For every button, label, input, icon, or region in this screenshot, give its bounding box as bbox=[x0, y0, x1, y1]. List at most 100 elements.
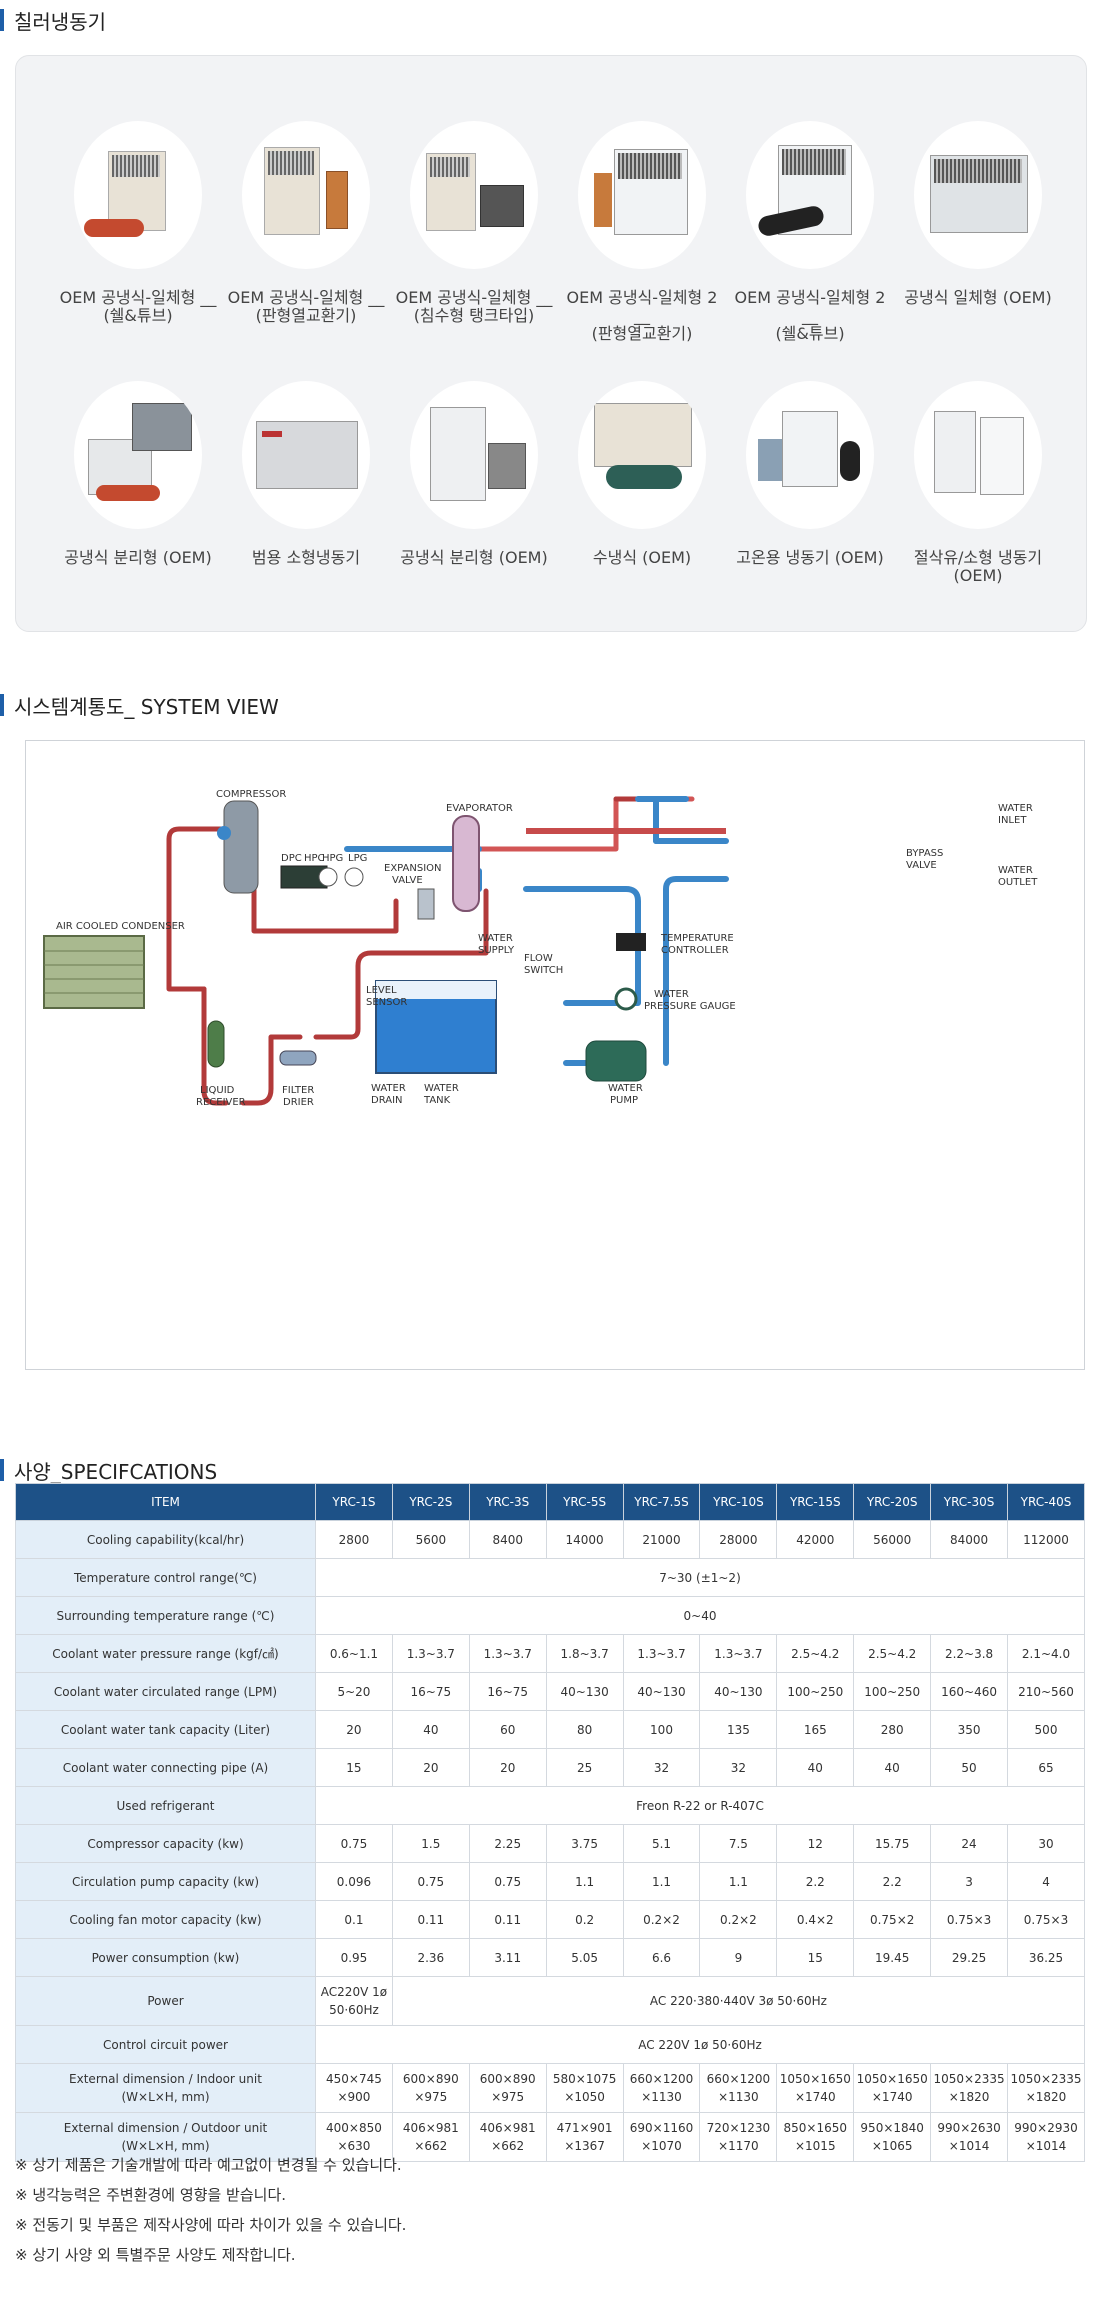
spec-cell: 1050×2335 ×1820 bbox=[1007, 2063, 1085, 2113]
spec-cell: 0~40 bbox=[315, 1596, 1085, 1635]
svg-text:EVAPORATOR: EVAPORATOR bbox=[446, 803, 513, 814]
hpg-gauge-icon bbox=[318, 867, 338, 887]
chiller-split-2-icon bbox=[410, 381, 538, 529]
spec-cell: 40 bbox=[391, 1710, 470, 1749]
svg-text:BYPASS: BYPASS bbox=[906, 848, 943, 859]
spec-cell: 2.5~4.2 bbox=[776, 1634, 855, 1673]
spec-row-label: Power consumption (kw) bbox=[15, 1938, 316, 1977]
spec-cell: 1.5 bbox=[391, 1824, 470, 1863]
spec-cell: 29.25 bbox=[930, 1938, 1009, 1977]
product-item[interactable]: 절삭유/소형 냉동기 (OEM) bbox=[894, 381, 1062, 585]
svg-text:CONTROLLER: CONTROLLER bbox=[661, 945, 729, 956]
spec-cell: 25 bbox=[545, 1748, 624, 1787]
note: ※ 전동기 및 부품은 제작사양에 따라 차이가 있을 수 있습니다. bbox=[15, 2216, 407, 2234]
product-item[interactable]: 고온용 냉동기 (OEM) bbox=[726, 381, 894, 567]
svg-text:WATER: WATER bbox=[998, 803, 1033, 814]
chiller-cutting-oil-icon bbox=[914, 381, 1042, 529]
product-item[interactable]: OEM 공냉식-일체형 __ (침수형 탱크타입) bbox=[390, 121, 558, 325]
spec-cell: 56000 bbox=[853, 1520, 932, 1559]
spec-cell: 160~460 bbox=[930, 1672, 1009, 1711]
pressure-gauge-icon bbox=[614, 987, 638, 1011]
product-item[interactable]: OEM 공냉식-일체형 __ (쉘&튜브) bbox=[54, 121, 222, 325]
svg-text:COMPRESSOR: COMPRESSOR bbox=[216, 789, 286, 800]
spec-row-label: External dimension / Indoor unit (W×L×H,… bbox=[15, 2063, 316, 2113]
svg-text:TEMPERATURE: TEMPERATURE bbox=[660, 933, 734, 944]
spec-cell: 1.3~3.7 bbox=[391, 1634, 470, 1673]
note: ※ 냉각능력은 주변환경에 영향을 받습니다. bbox=[15, 2186, 287, 2204]
water-pump-icon bbox=[585, 1040, 647, 1082]
product-item[interactable]: OEM 공냉식-일체형 __ (판형열교환기) bbox=[222, 121, 390, 325]
spec-cell: 2800 bbox=[315, 1520, 393, 1559]
spec-cell: 5.1 bbox=[622, 1824, 701, 1863]
spec-header-row: ITEM YRC-1S YRC-2S YRC-3S YRC-5S YRC-7.5… bbox=[15, 1483, 1085, 1521]
spec-cell: 84000 bbox=[930, 1520, 1009, 1559]
svg-text:WATER: WATER bbox=[608, 1083, 643, 1094]
spec-cell: 0.75 bbox=[315, 1824, 393, 1863]
spec-row-label: Coolant water connecting pipe (A) bbox=[15, 1748, 316, 1787]
spec-row: External dimension / Outdoor unit (W×L×H… bbox=[15, 2112, 1085, 2162]
chiller-plate-hx-2-icon bbox=[578, 121, 706, 269]
pipe-hot-2 bbox=[201, 986, 229, 1106]
notes: ※ 상기 제품은 기술개발에 따라 예고없이 변경될 수 있습니다. ※ 냉각능… bbox=[15, 2150, 1085, 2270]
svg-text:PRESSURE GAUGE: PRESSURE GAUGE bbox=[644, 1001, 736, 1012]
filter-drier-icon bbox=[279, 1050, 317, 1066]
spec-cell: 19.45 bbox=[853, 1938, 932, 1977]
svg-text:EXPANSION: EXPANSION bbox=[384, 863, 442, 874]
product-item[interactable]: 공냉식 일체형 (OEM) bbox=[894, 121, 1062, 307]
svg-text:OUTLET: OUTLET bbox=[998, 877, 1038, 888]
spec-cell: 500 bbox=[1007, 1710, 1085, 1749]
svg-text:VALVE: VALVE bbox=[392, 875, 423, 886]
pipe-hot-1 bbox=[166, 826, 229, 992]
spec-row-label: Control circuit power bbox=[15, 2025, 316, 2064]
spec-header-item: ITEM bbox=[15, 1483, 316, 1521]
section-title-system: 시스템계통도_ SYSTEM VIEW bbox=[0, 690, 279, 720]
section-title-spec: 사양_SPECIFCATIONS bbox=[0, 1455, 217, 1485]
spec-cell: 0.75 bbox=[391, 1862, 470, 1901]
spec-row: Temperature control range(℃)7~30 (±1~2) bbox=[15, 1558, 1085, 1597]
spec-row-label: Coolant water tank capacity (Liter) bbox=[15, 1710, 316, 1749]
spec-cell: 50 bbox=[930, 1748, 1009, 1787]
spec-header-model: YRC-40S bbox=[1007, 1483, 1085, 1521]
spec-cell: 0.2×2 bbox=[622, 1900, 701, 1939]
svg-text:AIR COOLED CONDENSER: AIR COOLED CONDENSER bbox=[56, 921, 185, 932]
product-name: 범용 소형냉동기 bbox=[251, 548, 361, 567]
spec-cell: 9 bbox=[699, 1938, 778, 1977]
chiller-air-integrated-icon bbox=[914, 121, 1042, 269]
spec-cell: 2.5~4.2 bbox=[853, 1634, 932, 1673]
svg-text:DRIER: DRIER bbox=[283, 1097, 314, 1108]
product-name: 공냉식 분리형 (OEM) bbox=[64, 548, 212, 567]
spec-cell: 406×981 ×662 bbox=[391, 2112, 470, 2162]
svg-text:PUMP: PUMP bbox=[610, 1095, 638, 1106]
spec-cell: 1.8~3.7 bbox=[545, 1634, 624, 1673]
product-item[interactable]: 수냉식 (OEM) bbox=[558, 381, 726, 567]
condenser-icon bbox=[43, 935, 145, 1009]
svg-text:SWITCH: SWITCH bbox=[524, 965, 563, 976]
chiller-shell-tube-icon bbox=[74, 121, 202, 269]
product-item[interactable]: 공냉식 분리형 (OEM) bbox=[390, 381, 558, 567]
note: ※ 상기 제품은 기술개발에 따라 예고없이 변경될 수 있습니다. bbox=[15, 2156, 402, 2174]
spec-row-label: Coolant water circulated range (LPM) bbox=[15, 1672, 316, 1711]
product-item[interactable]: 범용 소형냉동기 bbox=[222, 381, 390, 567]
spec-cell: 2.1~4.0 bbox=[1007, 1634, 1085, 1673]
spec-cell: 65 bbox=[1007, 1748, 1085, 1787]
spec-cell: 3 bbox=[930, 1862, 1009, 1901]
product-item[interactable]: 공냉식 분리형 (OEM) bbox=[54, 381, 222, 567]
product-item[interactable]: OEM 공냉식-일체형 2 __ (판형열교환기) bbox=[558, 121, 726, 343]
temperature-controller-icon bbox=[616, 933, 646, 951]
spec-cell: 40 bbox=[853, 1748, 932, 1787]
spec-cell: 12 bbox=[776, 1824, 855, 1863]
spec-row: External dimension / Indoor unit (W×L×H,… bbox=[15, 2063, 1085, 2113]
expansion-valve-icon bbox=[417, 888, 435, 920]
spec-cell: 0.2×2 bbox=[699, 1900, 778, 1939]
chiller-shell-tube-2-icon bbox=[746, 121, 874, 269]
spec-row-label: Cooling fan motor capacity (kw) bbox=[15, 1900, 316, 1939]
chiller-water-cooled-icon bbox=[578, 381, 706, 529]
svg-text:WATER: WATER bbox=[424, 1083, 459, 1094]
product-name: OEM 공냉식-일체형 2 __ (판형열교환기) bbox=[566, 288, 718, 343]
spec-cell: 1050×2335 ×1820 bbox=[930, 2063, 1009, 2113]
spec-cell: 406×981 ×662 bbox=[468, 2112, 547, 2162]
spec-cell: 400×850 ×630 bbox=[315, 2112, 393, 2162]
spec-cell: 32 bbox=[699, 1748, 778, 1787]
product-item[interactable]: OEM 공냉식-일체형 2 __ (쉘&튜브) bbox=[726, 121, 894, 343]
